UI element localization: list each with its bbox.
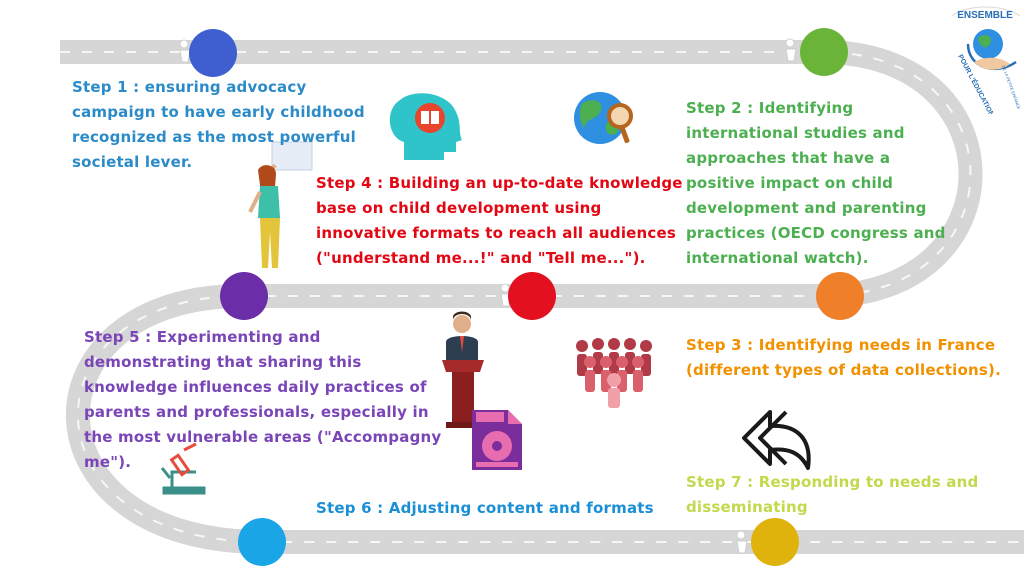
milestone-step6 (238, 518, 286, 566)
step5-text: Step 5 : Experimenting and demonstrating… (84, 328, 442, 471)
road-center-dash (60, 51, 1024, 543)
return-arrow-icon (742, 410, 811, 470)
globe-magnifier-icon (574, 92, 633, 144)
step3-text: Step 3 : Identifying needs in France (di… (686, 336, 1001, 379)
microscope-icon (160, 442, 206, 495)
milestone-step7 (751, 518, 799, 566)
logo-top-text: ENSEMBLE (957, 10, 1013, 21)
media-file-icon (472, 410, 522, 470)
runner-figure-1 (179, 39, 191, 63)
milestone-step3 (816, 272, 864, 320)
step1-text: Step 1 : ensuring advocacy campaign to h… (72, 78, 365, 171)
crowd-icon (576, 338, 652, 408)
step7-text: Step 7 : Responding to needs and dissemi… (686, 473, 979, 516)
ensemble-logo: ENSEMBLE POUR L'ÉDUCATION DE LA PETITE E… (951, 6, 1022, 114)
milestone-step1 (189, 29, 237, 77)
step2-text: Step 2 : Identifying international studi… (686, 99, 946, 267)
milestone-step4 (508, 272, 556, 320)
speaker-at-podium-icon (442, 311, 484, 428)
milestone-step2 (800, 28, 848, 76)
runner-figure-2 (785, 38, 797, 62)
head-book-icon (389, 93, 462, 160)
step6-text: Step 6 : Adjusting content and formats (316, 499, 654, 517)
runner-figure-4 (736, 530, 748, 554)
milestone-step5 (220, 272, 268, 320)
logo-small-text: DE LA PETITE ENFANCE (1001, 65, 1022, 111)
woman-with-sign-icon (248, 141, 313, 268)
step4-text: Step 4 : Building an up-to-date knowledg… (316, 174, 683, 267)
